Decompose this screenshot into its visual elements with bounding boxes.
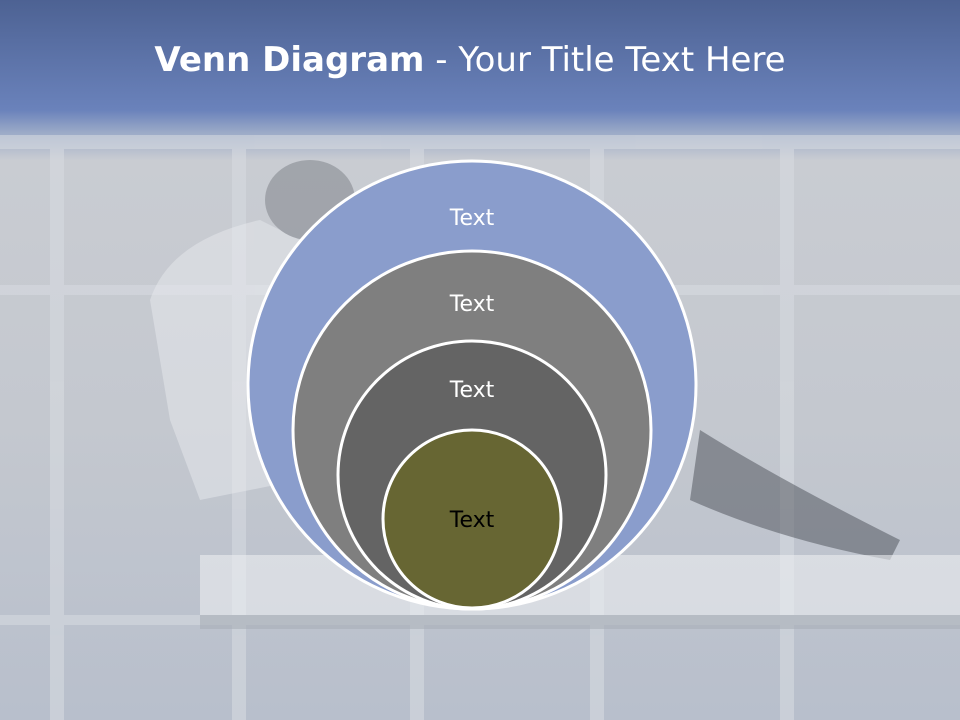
venn-label-4: Text — [449, 508, 495, 533]
venn-label-3: Text — [449, 378, 495, 403]
slide-title: Venn Diagram - Your Title Text Here — [0, 40, 940, 80]
venn-label-1: Text — [449, 206, 495, 231]
title-rest-part: - Your Title Text Here — [424, 40, 786, 80]
venn-circle-4 — [381, 428, 563, 610]
title-bold-part: Venn Diagram — [154, 40, 425, 80]
venn-label-2: Text — [449, 292, 495, 317]
